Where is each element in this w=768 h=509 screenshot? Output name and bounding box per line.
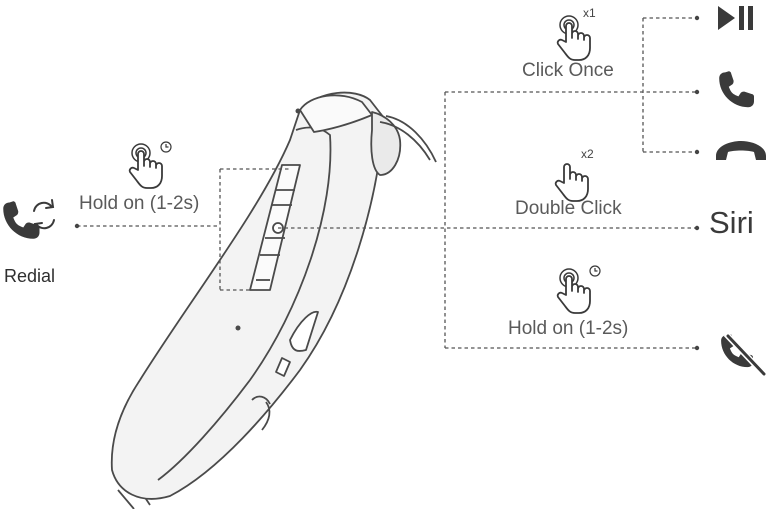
phone-reject-icon [721, 331, 766, 376]
phone-answer-icon [719, 71, 754, 108]
x1-label: x1 [583, 6, 596, 20]
phone-hangup-icon [716, 141, 766, 160]
click-once-label: Click Once [522, 60, 614, 81]
siri-label: Siri [709, 205, 754, 240]
clock-icon [160, 141, 172, 153]
redial-label: Redial [4, 266, 56, 286]
earpiece-device [110, 91, 437, 509]
tap-hand-icon [554, 163, 589, 202]
connector-lines [77, 17, 695, 349]
hold-label-left: Hold on (1-2s) [79, 193, 200, 214]
play-pause-icon [718, 6, 753, 30]
clock-icon [589, 265, 601, 277]
tap-hand-icon [556, 15, 591, 61]
phone-icon [3, 201, 40, 239]
hold-label-right: Hold on (1-2s) [508, 318, 629, 339]
tap-hold-hand-icon [556, 268, 591, 314]
x2-label: x2 [581, 147, 594, 161]
double-click-label: Double Click [515, 198, 622, 219]
refresh-icon [33, 199, 55, 232]
connector-endpoints [74, 15, 700, 351]
tap-hold-hand-icon [128, 143, 163, 189]
